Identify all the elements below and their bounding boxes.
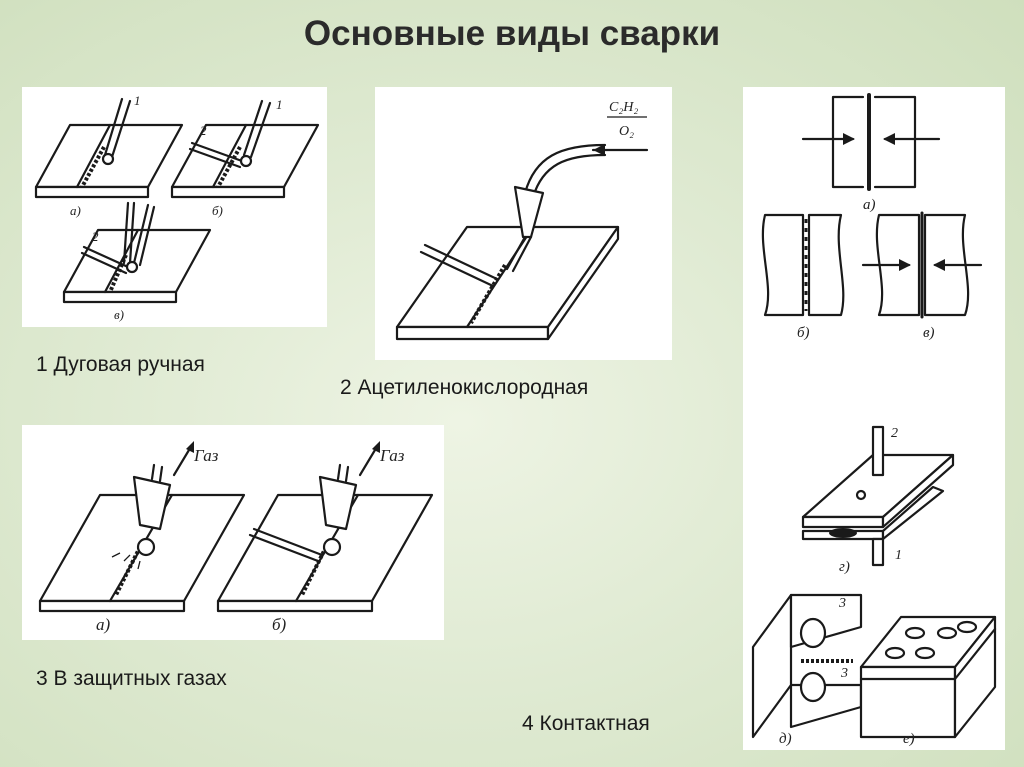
shielding-gas-figure: Газ а) Газ б) (22, 425, 444, 640)
contact-variant-g: 2 1 г) (801, 425, 955, 575)
gas-label-oxygen: O₂ (619, 124, 634, 139)
label-2: 2 (200, 123, 207, 138)
manual-arc-variant-a: 1 а) (34, 93, 184, 218)
label-a: а) (70, 203, 81, 218)
contact-variant-v: в) (861, 211, 983, 341)
label-1: 1 (895, 548, 902, 563)
label-1: 1 (276, 97, 283, 112)
label-2: 2 (92, 229, 99, 244)
caption-contact: 4 Контактная (522, 712, 650, 735)
shielding-gas-variant-b: Газ б) (216, 441, 434, 634)
label-d: д) (779, 731, 792, 747)
manual-arc-figure: 1 а) 1 2 б) (22, 87, 327, 327)
gas-label-acetylene: C₂H₂ (609, 100, 638, 115)
label-b: б) (797, 325, 810, 341)
label-1: 1 (134, 93, 141, 108)
contact-welding-figure: а) б) в) (743, 87, 1005, 750)
label-3: 3 (840, 666, 848, 681)
label-3: 3 (838, 596, 846, 611)
label-v: в) (923, 325, 935, 341)
label-b: б) (272, 615, 287, 634)
caption-oxyacetylene: 2 Ацетиленокислородная (340, 376, 589, 399)
caption-manual-arc: 1 Дуговая ручная (36, 353, 205, 376)
shielding-gas-variant-a: Газ а) (38, 441, 246, 634)
label-e: е) (903, 731, 915, 747)
gas-label: Газ (193, 446, 219, 465)
manual-arc-variant-b: 1 2 б) (170, 97, 320, 218)
label-2: 2 (891, 426, 898, 441)
oxyacetylene-figure: C₂H₂ O₂ (375, 87, 672, 360)
slide-title: Основные виды сварки (303, 14, 721, 53)
label-g: г) (839, 559, 850, 575)
label-b: б) (212, 203, 223, 218)
contact-variant-a: а) (801, 93, 941, 213)
manual-arc-variant-v: 2 в) (62, 201, 212, 322)
label-a: а) (863, 197, 876, 213)
label-a: а) (96, 615, 111, 634)
contact-variant-e: е) (859, 615, 997, 747)
label-v: в) (114, 307, 124, 322)
gas-label: Газ (379, 446, 405, 465)
caption-shielding-gas: 3 В защитных газах (36, 667, 227, 690)
contact-variant-b: б) (761, 213, 845, 341)
contact-variant-d: 3 3 д) (751, 593, 863, 747)
